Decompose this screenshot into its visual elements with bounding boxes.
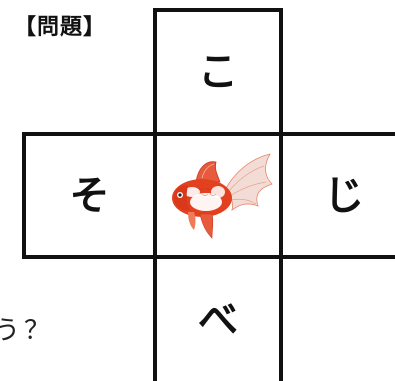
puzzle-cell-right: じ	[279, 132, 395, 259]
goldfish-image	[172, 152, 273, 239]
puzzle-cell-center	[153, 132, 283, 259]
cell-bottom-char: べ	[198, 297, 238, 343]
cell-top-char: こ	[198, 49, 238, 95]
cell-right-char: じ	[324, 172, 364, 219]
puzzle-cell-top: こ	[153, 8, 283, 136]
cell-left-char: そ	[69, 172, 110, 219]
puzzle-cell-bottom: べ	[153, 255, 283, 381]
problem-heading: 【問題】	[14, 15, 107, 40]
question-text-fragment: う？	[0, 316, 55, 346]
puzzle-cell-left: そ	[22, 132, 157, 259]
